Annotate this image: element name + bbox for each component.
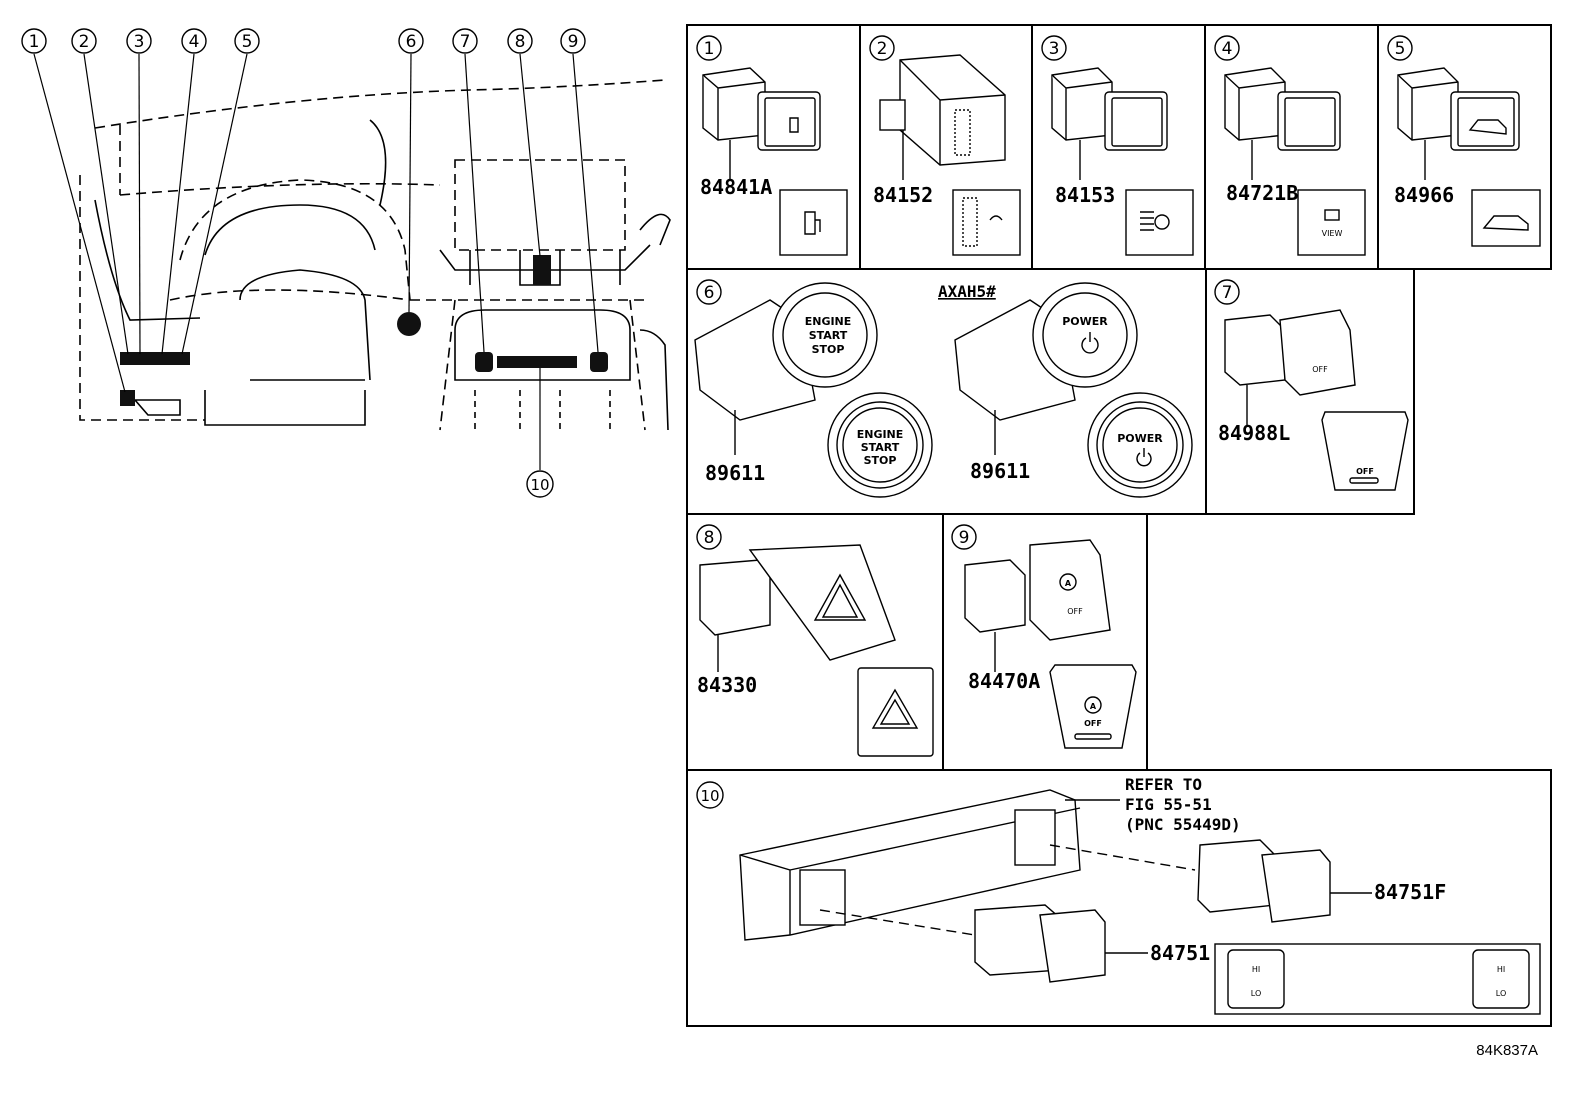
panel-6-number: 6 bbox=[704, 283, 715, 303]
overview-callout-5 bbox=[234, 28, 260, 54]
auto-headlight-leveling-switch bbox=[1051, 67, 1168, 180]
stop-label: STOP bbox=[864, 454, 897, 467]
refer-line-2: FIG 55-51 bbox=[1125, 795, 1212, 814]
switch-face-insets-row1 bbox=[779, 189, 1541, 256]
engine-start-part-numbers: 89611 89611 AXAH5# bbox=[705, 282, 1030, 485]
dashboard-overview bbox=[79, 79, 671, 431]
overview-leader-lines bbox=[33, 53, 599, 470]
part-number-84841A: 84841A bbox=[700, 175, 772, 199]
part-number-84153: 84153 bbox=[1055, 183, 1115, 207]
panel-1-number: 1 bbox=[704, 39, 715, 59]
panel-2-number: 2 bbox=[877, 39, 888, 59]
part-number-84470A: 84470A bbox=[968, 669, 1040, 693]
part-numbers-row1: 84841A 84152 84153 84721B 84966 bbox=[700, 175, 1454, 207]
auto-off-switch bbox=[964, 539, 1137, 749]
overview-callout-label: 4 bbox=[189, 32, 200, 52]
power-back-door-switch bbox=[1397, 67, 1520, 180]
overview-callout-3 bbox=[126, 28, 152, 54]
lo-label: LO bbox=[1251, 989, 1261, 998]
refer-line-3: (PNC 55449D) bbox=[1125, 815, 1241, 834]
refer-line-1: REFER TO bbox=[1125, 775, 1202, 794]
overview-callout-label: 10 bbox=[530, 476, 549, 494]
panel-5-number: 5 bbox=[1395, 39, 1406, 59]
overview-callout-label: 5 bbox=[242, 32, 253, 52]
part-number-84751: 84751 bbox=[1150, 941, 1210, 965]
back-door-face bbox=[1471, 189, 1541, 247]
overview-callout-1 bbox=[21, 28, 47, 54]
stop-label: STOP bbox=[812, 343, 845, 356]
overview-callout-label: 2 bbox=[79, 32, 90, 52]
vsc-off-texts: OFF OFF 84988L bbox=[1218, 365, 1374, 476]
vsc-off-label: OFF bbox=[1356, 467, 1374, 476]
lo-label: LO bbox=[1496, 989, 1506, 998]
panel-grid-borders bbox=[686, 24, 1552, 1027]
auto-off-texts: A OFF A OFF 84470A bbox=[968, 579, 1102, 728]
panel-7-number: 7 bbox=[1222, 283, 1233, 303]
overview-callout-labels: 1 2 3 4 5 6 7 8 9 10 bbox=[29, 32, 579, 494]
overview-callout-4 bbox=[181, 28, 207, 54]
panel-8-number: 8 bbox=[704, 528, 715, 548]
switch-illustrations-row1 bbox=[702, 54, 1520, 180]
overview-callout-label: 6 bbox=[406, 32, 417, 52]
overview-callout-label: 7 bbox=[460, 32, 471, 52]
camera-view-face bbox=[1297, 189, 1366, 256]
overview-switch-markers bbox=[120, 255, 608, 406]
overview-callout-8 bbox=[507, 28, 533, 54]
seat-heater-assembly bbox=[739, 789, 1541, 1015]
start-label: START bbox=[861, 441, 900, 454]
overview-callout-label: 9 bbox=[568, 32, 579, 52]
auto-off-label: OFF bbox=[1067, 607, 1083, 616]
auto-letter: A bbox=[1090, 702, 1097, 711]
part-number-89611: 89611 bbox=[705, 461, 765, 485]
power-label: POWER bbox=[1062, 315, 1108, 328]
part-number-89611-hybrid: 89611 bbox=[970, 459, 1030, 483]
panel-callout-labels: 1 2 3 4 5 6 7 8 9 10 bbox=[700, 39, 1405, 805]
vsc-off-switch bbox=[1224, 309, 1409, 491]
part-number-84330: 84330 bbox=[697, 673, 757, 697]
panel-callouts bbox=[696, 35, 1413, 809]
panel-3-number: 3 bbox=[1049, 39, 1060, 59]
overview-callouts bbox=[21, 28, 586, 498]
auto-letter: A bbox=[1065, 579, 1072, 588]
part-number-84152: 84152 bbox=[873, 183, 933, 207]
view-label: VIEW bbox=[1322, 229, 1343, 238]
overview-callout-9 bbox=[560, 28, 586, 54]
part-number-84751F: 84751F bbox=[1374, 880, 1446, 904]
camera-view-switch bbox=[1224, 67, 1341, 180]
engine-label: ENGINE bbox=[857, 428, 904, 441]
start-label: START bbox=[809, 329, 848, 342]
auto-off-label: OFF bbox=[1084, 719, 1102, 728]
overview-callout-label: 3 bbox=[134, 32, 145, 52]
rheostat-switch bbox=[879, 54, 1006, 180]
panel-4-number: 4 bbox=[1222, 39, 1233, 59]
engine-start-switch-illustrations bbox=[694, 282, 1193, 498]
hi-label: HI bbox=[1497, 965, 1505, 974]
power-label: POWER bbox=[1117, 432, 1163, 445]
hi-label: HI bbox=[1252, 965, 1260, 974]
seat-heater-texts: REFER TO FIG 55-51 (PNC 55449D) 84751F 8… bbox=[1125, 775, 1506, 998]
overview-callout-6 bbox=[398, 28, 424, 54]
overview-callout-10 bbox=[526, 470, 554, 498]
panel-10-number: 10 bbox=[700, 787, 719, 805]
part-number-84966: 84966 bbox=[1394, 183, 1454, 207]
part-number-84721B: 84721B bbox=[1226, 181, 1298, 205]
hazard-part-number: 84330 bbox=[697, 673, 757, 697]
engine-label: ENGINE bbox=[805, 315, 852, 328]
overview-callout-label: 8 bbox=[515, 32, 526, 52]
variant-code: AXAH5# bbox=[938, 282, 996, 301]
vsc-off-label: OFF bbox=[1312, 365, 1328, 374]
engine-start-labels: ENGINE START STOP ENGINE START STOP POWE… bbox=[805, 315, 1164, 467]
part-number-84988L: 84988L bbox=[1218, 421, 1290, 445]
fuel-door-switch bbox=[702, 67, 821, 180]
overview-callout-label: 1 bbox=[29, 32, 40, 52]
overview-callout-7 bbox=[452, 28, 478, 54]
view-labels: VIEW bbox=[1322, 229, 1343, 238]
panel-9-number: 9 bbox=[959, 528, 970, 548]
hazard-switch bbox=[699, 544, 934, 757]
overview-callout-2 bbox=[71, 28, 97, 54]
figure-code: 84K837A bbox=[1476, 1042, 1538, 1059]
